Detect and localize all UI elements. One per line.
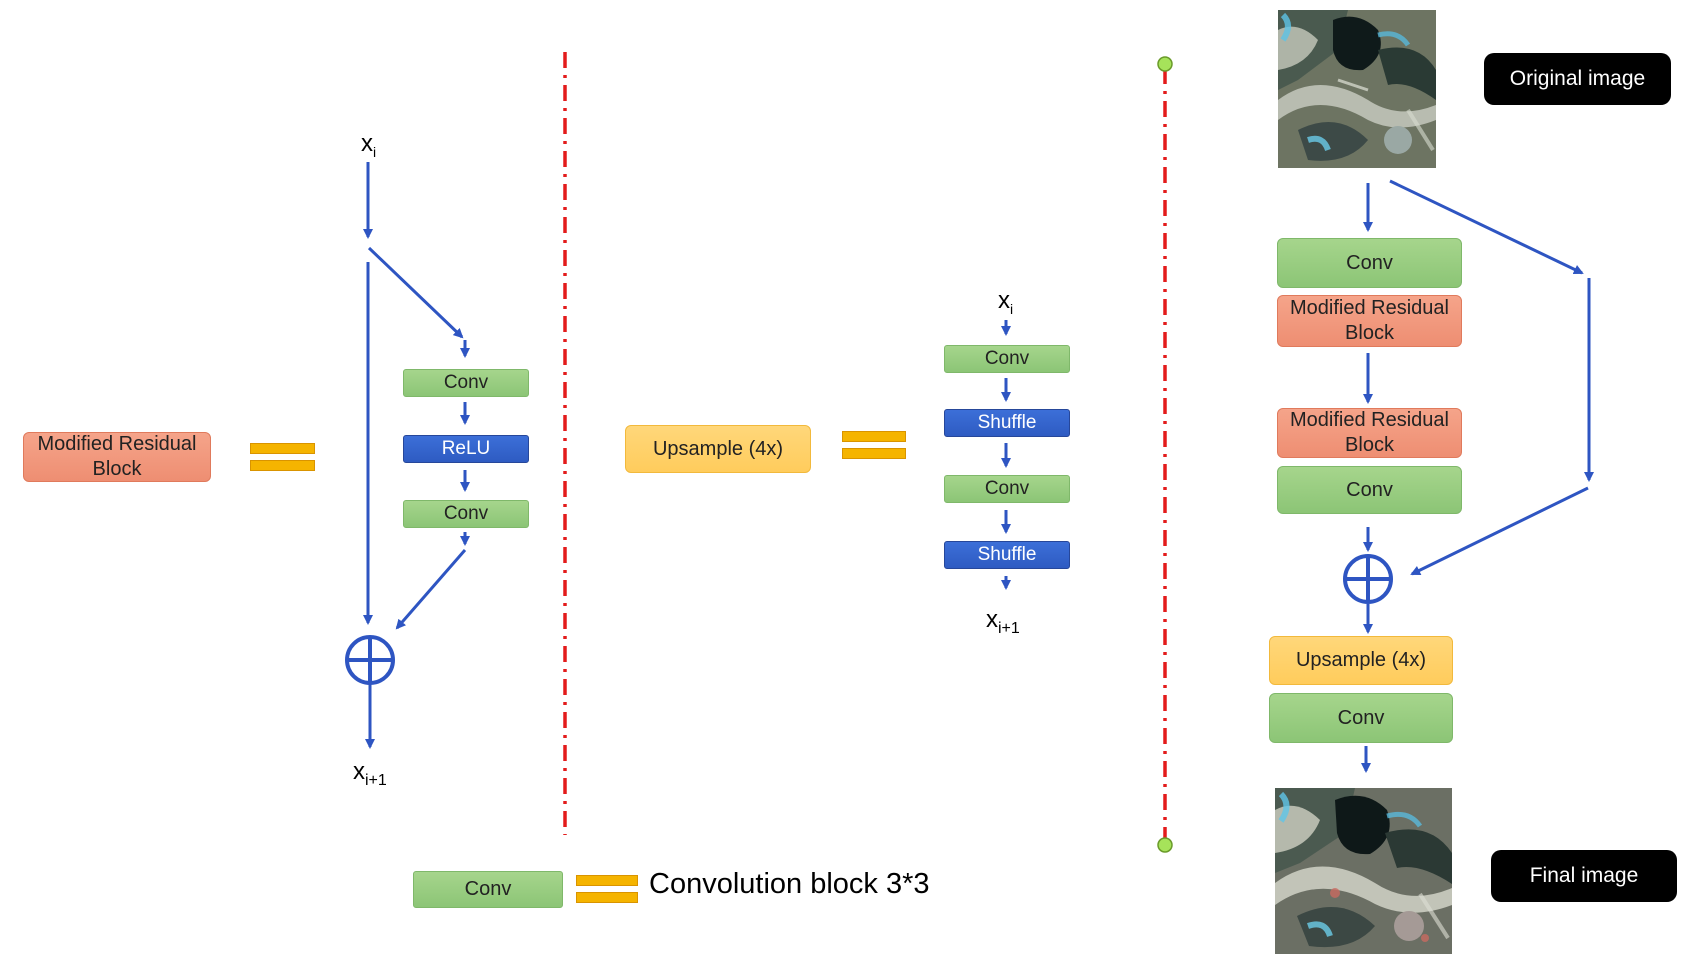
shuffle-block-b1: Shuffle: [944, 409, 1070, 437]
final-image-tag: Final image: [1491, 850, 1677, 902]
conv-block-b1: Conv: [944, 345, 1070, 373]
modified-residual-block-c1: Modified Residual Block: [1277, 295, 1462, 347]
output-xi1-a: xi+1: [353, 758, 387, 789]
equals-sign-b: [842, 431, 906, 461]
shuffle-block-b2: Shuffle: [944, 541, 1070, 569]
divider-endpoint-top: [1157, 56, 1173, 72]
final-satellite-image: [1275, 788, 1452, 954]
upsample-block-c: Upsample (4x): [1269, 636, 1453, 685]
conv-block-c2: Conv: [1277, 466, 1462, 514]
modified-residual-block-c2: Modified Residual Block: [1277, 408, 1462, 458]
divider-endpoint-bottom: [1157, 837, 1173, 853]
relu-block: ReLU: [403, 435, 529, 463]
conv-block-c3: Conv: [1269, 693, 1453, 743]
equals-sign-legend: [576, 875, 638, 905]
panel-c-arrows: [1361, 179, 1594, 773]
equals-sign-a: [250, 443, 315, 473]
output-xi1-b: xi+1: [986, 606, 1020, 637]
modified-residual-block-label: Modified Residual Block: [37, 433, 197, 480]
conv-block-b2: Conv: [944, 475, 1070, 503]
sum-node-a: [345, 635, 395, 685]
original-image-tag: Original image: [1484, 53, 1671, 105]
upsample-block-legend: Upsample (4x): [625, 425, 811, 473]
modified-residual-block-legend: Modified Residual Block: [23, 432, 211, 482]
legend-description: Convolution block 3*3: [649, 868, 930, 900]
input-xi-b: xi: [998, 287, 1014, 317]
input-xi-a: xi: [361, 130, 377, 160]
panel-a-arrows: [363, 162, 470, 749]
sum-node-c: [1343, 554, 1393, 604]
conv-block-c1: Conv: [1277, 238, 1462, 288]
legend-conv-block: Conv: [413, 871, 563, 908]
conv-block-a1: Conv: [403, 369, 529, 397]
original-satellite-image: [1278, 10, 1436, 168]
conv-block-a2: Conv: [403, 500, 529, 528]
